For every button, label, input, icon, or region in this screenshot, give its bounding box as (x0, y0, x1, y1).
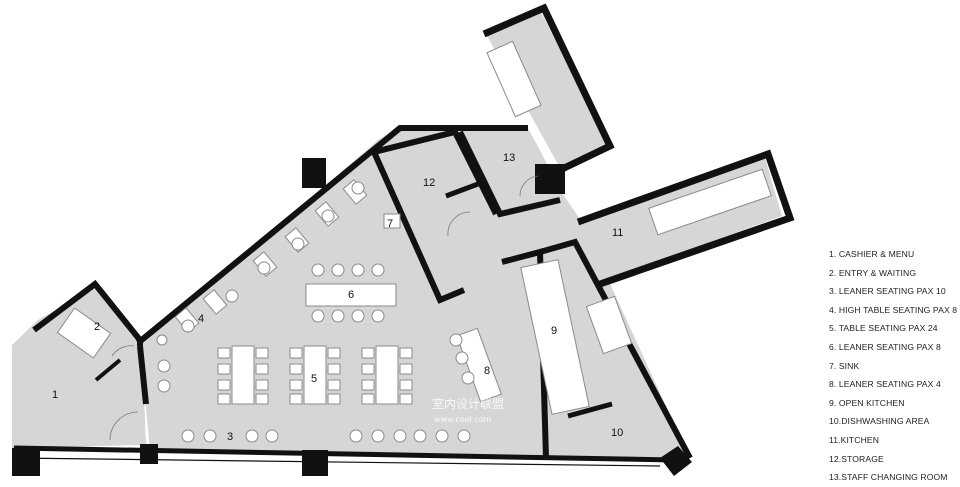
room-label-11: 11 (612, 227, 623, 239)
legend: 1. CASHIER & MENU 2. ENTRY & WAITING 3. … (829, 245, 959, 487)
watermark-line1: 室内设计联盟 (432, 396, 504, 411)
room-label-13: 13 (503, 152, 515, 164)
wall-storage-west (371, 150, 466, 304)
wall-kitchen-north (576, 149, 795, 288)
table-group-middle (289, 345, 341, 405)
north-wing-counter (486, 40, 542, 118)
column-6 (660, 446, 692, 476)
legend-item: 12.STORAGE (829, 453, 884, 464)
legend-item: 9. OPEN KITCHEN (829, 397, 905, 408)
stools (156, 181, 475, 443)
legend-item: 6. LEANER SEATING PAX 8 (829, 341, 941, 352)
kitchen-island (585, 295, 633, 355)
legend-item: 7. SINK (829, 360, 860, 371)
room-label-3: 3 (227, 431, 233, 443)
room-label-5: 5 (311, 373, 317, 385)
wall-cashier-divider (137, 345, 149, 405)
legend-item: 3. LEANER SEATING PAX 10 (829, 286, 946, 297)
legend-item: 8. LEANER SEATING PAX 4 (829, 379, 941, 390)
storage-wing (374, 132, 494, 300)
leaner-table-6 (305, 283, 397, 307)
room-label-6: 6 (348, 289, 354, 301)
wall-cashier-west (32, 279, 143, 346)
entry-bench (56, 307, 112, 359)
room-label-12: 12 (423, 177, 435, 189)
column-1 (302, 158, 326, 188)
sink-unit (383, 213, 401, 229)
watermark: 室内设计联盟 www.cool.com (432, 396, 504, 424)
room-label-4: 4 (198, 313, 204, 325)
wall-north-wing (482, 3, 615, 174)
door-storage (447, 211, 471, 237)
room-label-1: 1 (52, 389, 58, 401)
wall-staff-room (457, 130, 561, 218)
watermark-line2: www.cool.com (434, 415, 492, 424)
outer-wall-south (13, 445, 676, 463)
walls (13, 3, 795, 467)
room-labels: 1 2 3 4 5 6 7 8 9 10 11 12 13 (52, 152, 623, 443)
outer-wall-northwest (136, 125, 528, 346)
table-group-left (217, 345, 269, 405)
room-label-8: 8 (484, 365, 490, 377)
cashier-floor (12, 286, 146, 448)
wall-storage-inner (445, 181, 479, 199)
column-4 (302, 450, 328, 476)
room-label-7: 7 (387, 218, 393, 230)
table-group-right (361, 345, 413, 405)
room-label-2: 2 (94, 321, 100, 333)
wall-kitchen-south (539, 238, 693, 460)
columns (12, 158, 692, 476)
legend-item: 5. TABLE SEATING PAX 24 (829, 323, 938, 334)
furniture (56, 40, 772, 443)
column-2 (12, 448, 40, 476)
room-label-9: 9 (551, 325, 557, 337)
kitchen-counter (648, 168, 772, 236)
open-kitchen-counter (520, 259, 590, 415)
legend-item: 1. CASHIER & MENU (829, 249, 915, 259)
leaner-counter-8 (456, 327, 502, 403)
door-cashier (111, 345, 135, 357)
legend-item: 13.STAFF CHANGING ROOM (829, 472, 948, 483)
legend-item: 4. HIGH TABLE SEATING PAX 8 (829, 304, 958, 315)
legend-item: 11.KITCHEN (829, 434, 880, 445)
wall-cashier-short (94, 358, 122, 382)
column-3 (140, 444, 158, 464)
door-staff (519, 175, 539, 197)
column-5 (535, 164, 565, 194)
wall-storage-north (373, 128, 499, 216)
door-swings (109, 175, 539, 441)
legend-item: 10.DISHWASHING AREA (829, 416, 930, 427)
legend-item: 2. ENTRY & WAITING (829, 267, 917, 278)
wall-dishwashing (567, 401, 613, 419)
south-glazing (13, 457, 661, 467)
door-entry (109, 411, 139, 441)
room-label-10: 10 (611, 427, 623, 439)
